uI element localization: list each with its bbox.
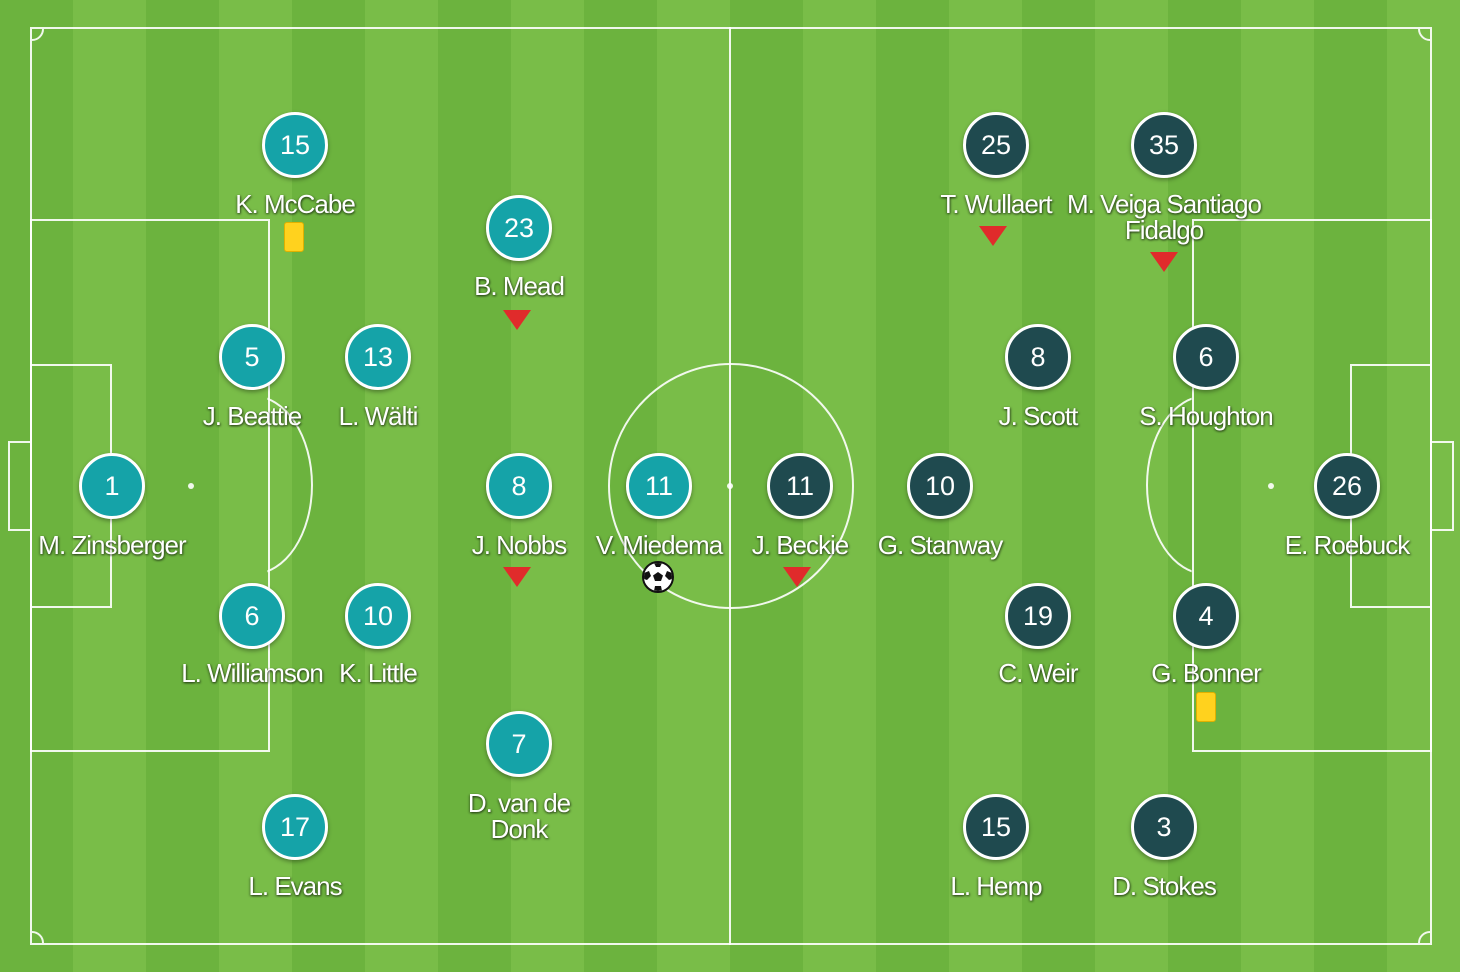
player-name: S. Houghton (1139, 401, 1274, 431)
player-number-badge: 5 (219, 324, 285, 390)
player-name: J. Nobbs (471, 530, 568, 560)
player-number-badge: 11 (767, 453, 833, 519)
player-number-badge: 6 (1173, 324, 1239, 390)
substitution-arrow-icon (783, 567, 811, 587)
player-number-badge: 19 (1005, 583, 1071, 649)
yellow-card-icon (1196, 692, 1216, 722)
player-name: K. Little (339, 658, 418, 688)
player-number-badge: 10 (345, 583, 411, 649)
yellow-card-icon (284, 222, 304, 252)
football-icon (642, 561, 674, 593)
player-number-badge: 6 (219, 583, 285, 649)
player-number-badge: 10 (907, 453, 973, 519)
player-number-badge: 3 (1131, 794, 1197, 860)
substitution-arrow-icon (979, 226, 1007, 246)
player-number-badge: 7 (486, 711, 552, 777)
player-name: C. Weir (998, 658, 1078, 688)
substitution-arrow-icon (1150, 252, 1178, 272)
player-name: B. Mead (474, 271, 565, 301)
player-name: G. Stanway (877, 530, 1003, 560)
player-number-badge: 11 (626, 453, 692, 519)
corner-arc-top-left (32, 29, 44, 41)
player-name: T. Wullaert (940, 189, 1052, 219)
centre-spot (727, 483, 733, 489)
corner-arc-bottom-right (1418, 931, 1430, 943)
player-name: J. Beckie (751, 530, 850, 560)
player-number-badge: 15 (963, 794, 1029, 860)
player-name: J. Beattie (202, 401, 302, 431)
player-number-badge: 13 (345, 324, 411, 390)
centre-circle (608, 363, 854, 609)
player-number-badge: 25 (963, 112, 1029, 178)
player-name: M. Veiga Santiago Fidalgo (1066, 189, 1262, 245)
player-name: D. Stokes (1112, 871, 1217, 901)
player-name: M. Zinsberger (38, 530, 186, 560)
player-name: L. Wälti (338, 401, 419, 431)
left-goal (8, 441, 32, 531)
right-penalty-spot (1268, 483, 1274, 489)
player-name: G. Bonner (1151, 658, 1262, 688)
player-number-badge: 23 (486, 195, 552, 261)
player-number-badge: 26 (1314, 453, 1380, 519)
player-number-badge: 4 (1173, 583, 1239, 649)
player-number-badge: 8 (1005, 324, 1071, 390)
player-number-badge: 15 (262, 112, 328, 178)
player-number-badge: 35 (1131, 112, 1197, 178)
player-name: L. Williamson (181, 658, 324, 688)
right-goal (1430, 441, 1454, 531)
player-name: D. van de Donk (467, 788, 571, 844)
substitution-arrow-icon (503, 310, 531, 330)
player-number-badge: 8 (486, 453, 552, 519)
left-penalty-spot (188, 483, 194, 489)
substitution-arrow-icon (503, 567, 531, 587)
player-name: V. Miedema (595, 530, 723, 560)
player-name: L. Hemp (950, 871, 1042, 901)
player-number-badge: 1 (79, 453, 145, 519)
player-name: L. Evans (248, 871, 342, 901)
player-name: J. Scott (998, 401, 1079, 431)
player-name: E. Roebuck (1284, 530, 1410, 560)
player-name: K. McCabe (235, 189, 356, 219)
player-number-badge: 17 (262, 794, 328, 860)
